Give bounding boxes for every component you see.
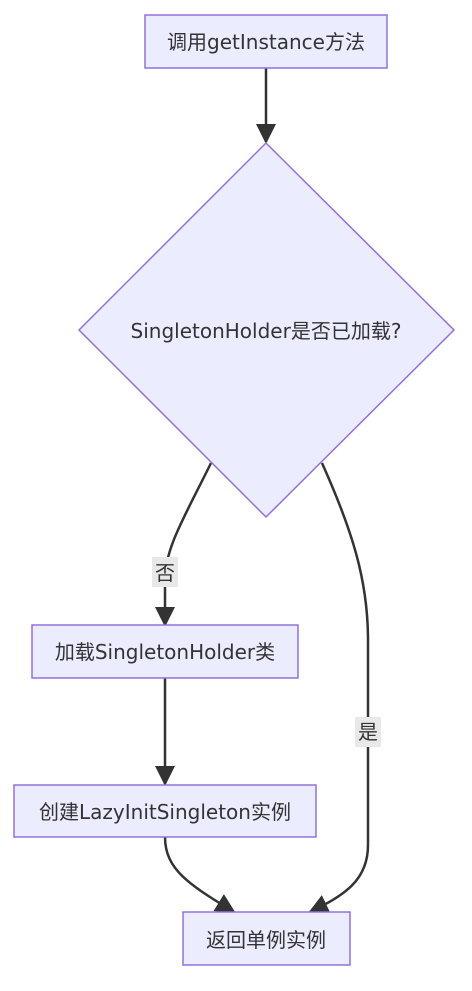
node-decision-label: SingletonHolder是否已加载? [131, 319, 402, 343]
node-decision[interactable]: SingletonHolder是否已加载? [77, 141, 456, 519]
node-load-box [31, 624, 299, 679]
node-return[interactable]: 返回单例实例 [182, 911, 351, 966]
node-create-label: 创建LazyInitSingleton实例 [39, 800, 291, 824]
node-start[interactable]: 调用getInstance方法 [144, 14, 388, 69]
node-return-box [182, 911, 351, 966]
edge-label-no-bg [152, 557, 178, 587]
edge-label-yes: 是 [355, 717, 381, 747]
edge-create-to-return [163, 836, 236, 914]
edge-decision-no [155, 462, 213, 627]
edge-label-yes-text: 是 [358, 720, 378, 744]
node-decision-diamond [77, 141, 456, 519]
node-return-label: 返回单例实例 [206, 928, 326, 952]
node-load-label: 加载SingletonHolder类 [55, 640, 275, 664]
edge-decision-yes [308, 462, 370, 914]
edge-label-yes-bg [355, 717, 381, 747]
node-create[interactable]: 创建LazyInitSingleton实例 [13, 784, 317, 838]
edge-label-no: 否 [152, 557, 178, 587]
edge-label-no-text: 否 [155, 561, 175, 585]
node-start-label: 调用getInstance方法 [167, 30, 365, 54]
node-start-box [144, 14, 388, 69]
node-create-box [13, 784, 317, 838]
node-load[interactable]: 加载SingletonHolder类 [31, 624, 299, 679]
